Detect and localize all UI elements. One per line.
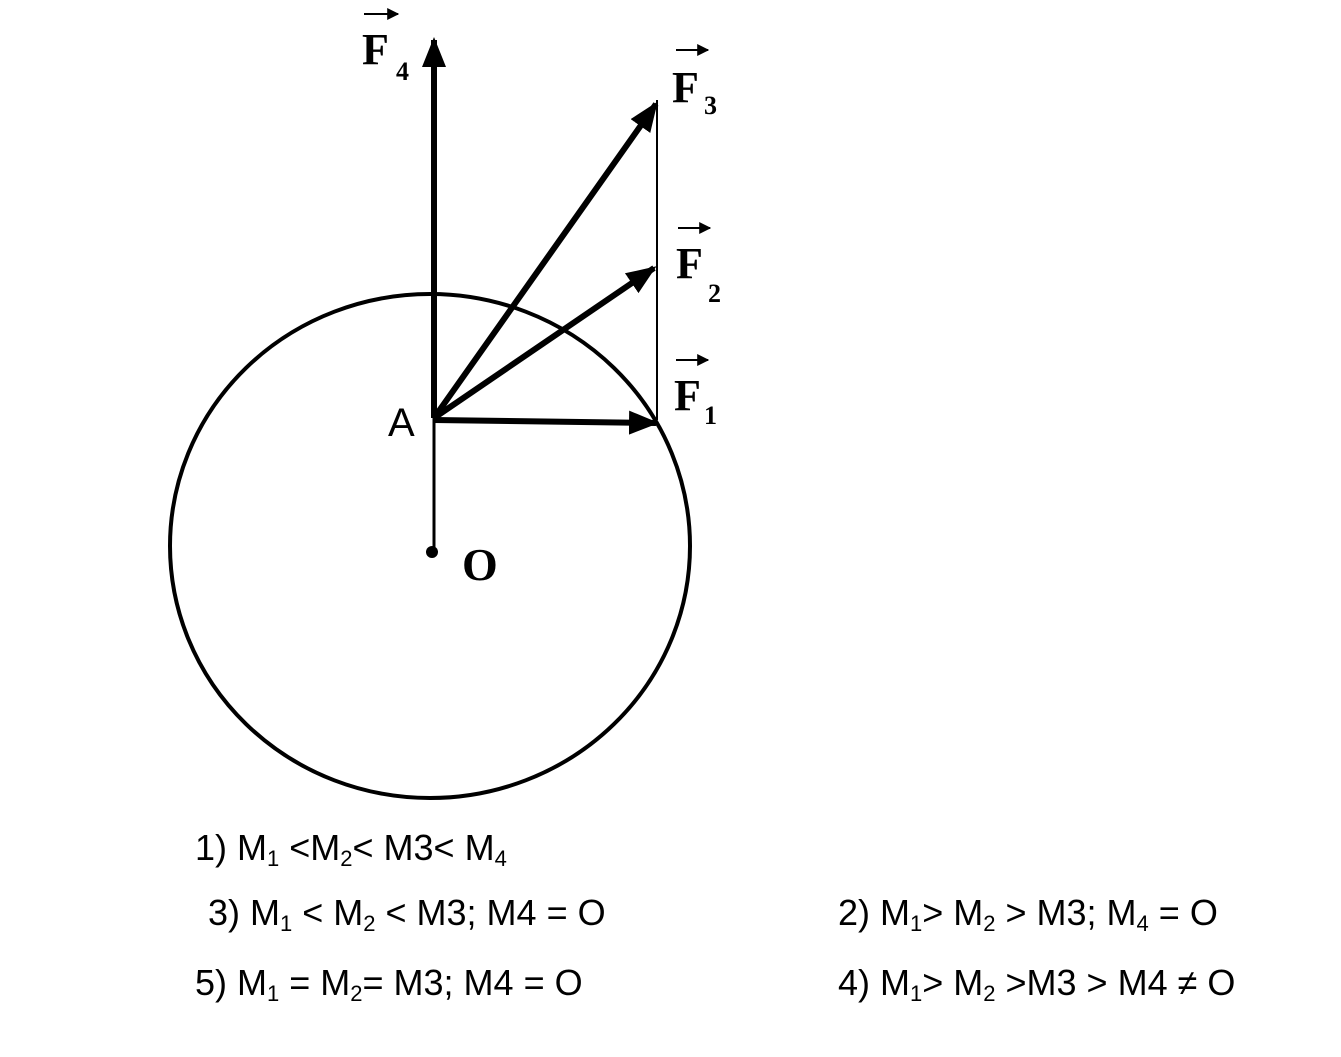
- answer-text: = M: [279, 962, 351, 1003]
- vector-f4-label: F 4: [362, 8, 409, 86]
- answer-subscript: 4: [494, 846, 507, 871]
- answer-text: < M3< M: [352, 827, 495, 868]
- vector-f2-label: F 2: [676, 222, 721, 308]
- answer-subscript: 1: [910, 981, 923, 1006]
- answer-text: 3) M: [208, 892, 280, 933]
- answer-text: = M3; M4 = O: [362, 962, 583, 1003]
- circle: [168, 292, 692, 800]
- answer-subscript: 2: [983, 911, 996, 936]
- answer-subscript: 2: [340, 846, 353, 871]
- answer-option-5: 5) M1 = M2= M3; M4 = O: [195, 962, 583, 1006]
- svg-text:F: F: [674, 371, 701, 420]
- answer-option-3: 3) M1 < M2 < M3; M4 = O: [208, 892, 606, 936]
- answer-option-1: 1) M1 <M2< M3< M4: [195, 827, 507, 871]
- answer-option-4: 4) M1> M2 >M3 > M4 ≠ O: [838, 962, 1236, 1006]
- svg-text:4: 4: [396, 57, 409, 86]
- vector-f3-label: F 3: [672, 44, 717, 120]
- vector-f1: [433, 410, 659, 435]
- svg-text:3: 3: [704, 91, 717, 120]
- center-point-o: [426, 546, 438, 558]
- vector-f3: [431, 101, 659, 420]
- answer-text: > M: [922, 892, 984, 933]
- answer-subscript: 1: [267, 981, 280, 1006]
- svg-text:F: F: [676, 239, 703, 288]
- svg-text:F: F: [672, 63, 699, 112]
- answer-option-2: 2) M1> M2 > M3; M4 = O: [838, 892, 1218, 936]
- answer-subscript: 1: [267, 846, 280, 871]
- svg-text:1: 1: [704, 401, 717, 430]
- answer-subscript: 4: [1136, 911, 1149, 936]
- answer-text: < M: [292, 892, 364, 933]
- answer-text: 1) M: [195, 827, 267, 868]
- answer-subscript: 2: [350, 981, 363, 1006]
- answer-text: = O: [1148, 892, 1218, 933]
- answer-text: 4) M: [838, 962, 910, 1003]
- answer-subscript: 2: [983, 981, 996, 1006]
- answer-subscript: 1: [910, 911, 923, 936]
- answer-text: 2) M: [838, 892, 910, 933]
- svg-text:F: F: [362, 25, 389, 74]
- point-o-label: O: [462, 539, 498, 590]
- answer-text: 5) M: [195, 962, 267, 1003]
- answer-text: > M: [922, 962, 984, 1003]
- point-a-label: A: [388, 401, 415, 445]
- svg-text:2: 2: [708, 279, 721, 308]
- answer-subscript: 1: [280, 911, 293, 936]
- answer-subscript: 2: [363, 911, 376, 936]
- vector-f2: [432, 265, 657, 421]
- answer-text: >M3 > M4 ≠ O: [995, 962, 1236, 1003]
- answer-text: < M3; M4 = O: [375, 892, 606, 933]
- answer-text: > M3; M: [995, 892, 1137, 933]
- answer-text: <M: [279, 827, 341, 868]
- vector-f1-label: F 1: [674, 354, 717, 430]
